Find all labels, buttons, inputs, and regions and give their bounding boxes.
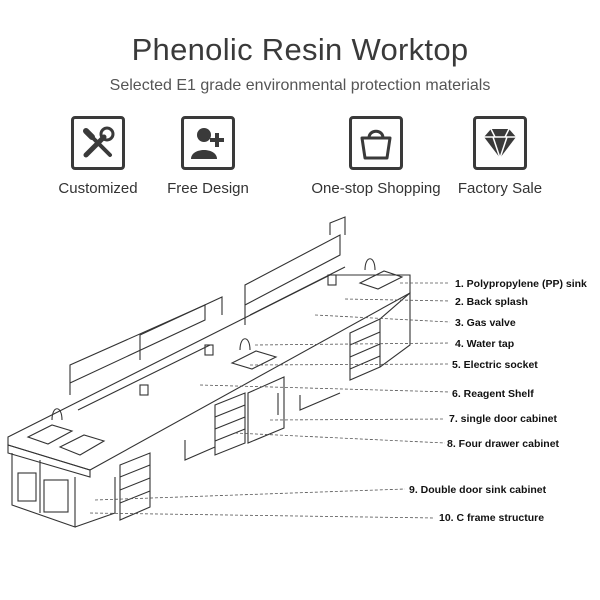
page-subtitle: Selected E1 grade environmental protecti… [109,77,491,94]
callout-gas-valve: 3. Gas valve [455,317,516,329]
callout-single-door-cabinet: 7. single door cabinet [449,413,557,425]
callout-reagent-shelf: 6. Reagent Shelf [452,388,534,400]
feature-customized: Customized [33,116,163,197]
feature-free-design: Free Design [143,116,273,197]
callout-back-splash: 2. Back splash [455,296,528,308]
feature-label: Customized [58,180,138,197]
feature-label: Free Design [167,180,249,197]
callout-water-tap: 4. Water tap [455,338,515,350]
callout-c-frame-structure: 10. C frame structure [439,512,545,524]
feature-one-stop-shopping: One-stop Shopping [311,116,441,197]
callout-pp-sink: 1. Polypropylene (PP) sink [455,278,587,290]
callout-electric-socket: 5. Electric socket [452,359,538,371]
feature-label: One-stop Shopping [311,180,441,197]
page-title: Phenolic Resin Worktop [131,32,469,67]
feature-label: Factory Sale [457,180,543,197]
diamond-icon [473,116,527,170]
callout-four-drawer-cabinet: 8. Four drawer cabinet [447,438,560,450]
shopping-bag-icon [349,116,403,170]
callout-double-door-sink-cabinet: 9. Double door sink cabinet [409,484,547,496]
lab-worktop-drawing [7,216,451,528]
feature-factory-sale: Factory Sale [435,116,565,197]
tools-icon [71,116,125,170]
user-add-icon [181,116,235,170]
